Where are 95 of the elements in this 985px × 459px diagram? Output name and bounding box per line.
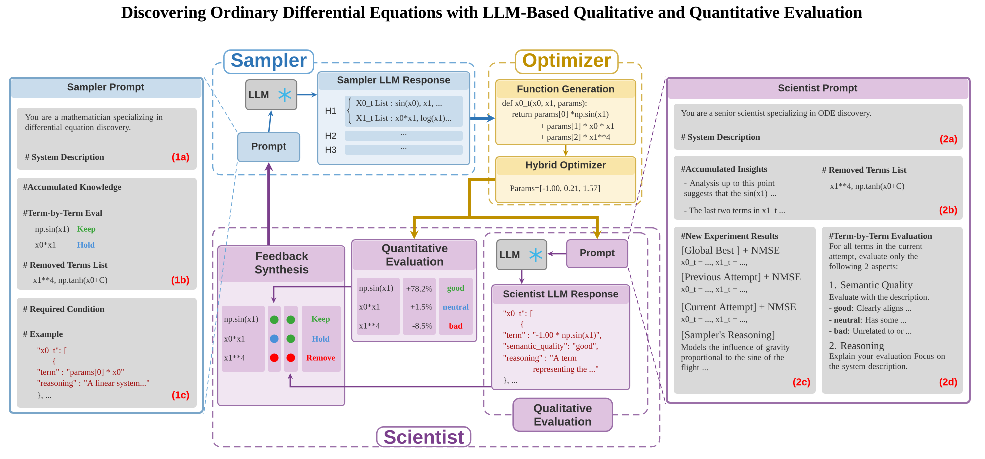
row-label: H1: [326, 108, 336, 114]
prompt-text: [Sampler's Reasoning]: [682, 331, 775, 341]
section-heading: #Term-by-Term Evaluation: [829, 233, 932, 241]
prompt-text: Evaluate with the description.: [830, 294, 930, 302]
section-heading: #Term-by-Term Eval: [23, 210, 102, 218]
prompt-text: [Current Attempt] + NMSE: [682, 303, 796, 313]
prompt-text: ...: [401, 148, 407, 150]
row-label: H2: [326, 132, 336, 140]
code-line: "x0_t": [: [504, 310, 533, 318]
section-heading: # System Description: [681, 134, 760, 142]
prompt-box: Prompt: [237, 132, 301, 163]
prompt-text: Params=[-1.00, 0.21, 1.57]: [510, 185, 600, 193]
section-heading: # Removed Terms List: [23, 262, 108, 268]
prompt-text: x0*x1: [35, 242, 56, 248]
section-label: Scientist: [376, 426, 472, 448]
prompt-text: - good: Clearly aligns ...: [830, 305, 912, 313]
prompt-text: - Analysis up to this point suggests that the sin(x1) ...: [684, 180, 776, 198]
llm-box: LLM: [496, 239, 548, 271]
section-heading: #Accumulated Knowledge: [23, 184, 122, 192]
status-label: bad: [449, 323, 463, 329]
prompt-text: x0*x1: [224, 336, 245, 342]
section-heading: # System Description: [25, 154, 104, 162]
llm-box: LLM: [245, 79, 298, 111]
section-heading: #Accumulated Insights: [681, 166, 768, 174]
prompt-text: def x0_t(x0, x1, params):: [502, 100, 587, 108]
code-line: "semantic_quality": "good",: [504, 343, 598, 351]
section-heading: # Example: [23, 331, 63, 339]
prompt-text: X0_t List : sin(x0), x1, ...: [356, 100, 442, 108]
part-label: (2a): [940, 135, 958, 145]
prompt-text: - neutral: Has some ...: [830, 317, 906, 323]
part-label: (1c): [172, 391, 190, 401]
prompt-text: np.sin(x1): [359, 285, 394, 293]
status-label: Keep: [77, 226, 96, 234]
prompt-text: You are a senior scientist specializing in ODE discovery.: [681, 110, 872, 118]
status-label: Hold: [77, 242, 95, 248]
prompt-text: return params[0] *np.sin(x1): [512, 111, 609, 119]
prompt-text: x0_t = ..., x1_t = ...,: [681, 260, 748, 266]
code-line: "term" : "params[0] * x0": [38, 369, 124, 377]
prompt-text: X1_t List : x0*x1, log(x1)...: [356, 115, 452, 123]
code-line: "term" : "-1.00 * np.sin(x1)",: [504, 332, 602, 340]
prompt-text: You are a mathematician specializing in differential equation discovery.: [25, 114, 163, 132]
leader-line: [204, 76, 238, 133]
prompt-box: Prompt: [566, 239, 629, 269]
code-line: {: [521, 322, 524, 328]
prompt-text: np.sin(x1): [224, 316, 258, 324]
prompt-text: For all terms in the current attempt, evaluate only the following 2 aspects:: [830, 243, 923, 272]
part-label: (1a): [172, 153, 190, 163]
prompt-text: -8.5%: [412, 323, 432, 329]
section-label: Sampler: [224, 50, 314, 74]
status-label: Keep: [312, 316, 330, 324]
status-label: Remove: [306, 355, 336, 361]
section-label: Optimizer: [515, 50, 619, 74]
prompt-text: +78.2%: [406, 286, 432, 292]
prompt-text: }, ...: [38, 392, 52, 400]
code-line: representing the ...": [533, 366, 598, 374]
status-label: good: [448, 285, 465, 293]
prompt-text: 2. Reasoning: [830, 342, 884, 352]
prompt-text: x0_t = ..., x1_t = ...,: [681, 316, 748, 324]
part-label: (1b): [172, 276, 190, 286]
prompt-text: ...: [401, 134, 407, 136]
title: Discovering Ordinary Differential Equations with LLM-Based Qualitative and Quantitative Evaluation: [122, 6, 862, 22]
leader-line: [628, 268, 666, 404]
prompt-text: x1**4, np.tanh(x0+C): [33, 277, 108, 285]
section-heading: # Removed Terms List: [822, 166, 907, 174]
status-label: Hold: [312, 336, 330, 342]
section-heading: # Required Condition: [23, 306, 105, 314]
prompt-text: Models the influence of gravity proportional to the sine of the flight ...: [681, 344, 790, 372]
prompt-text: +1.5%: [410, 304, 432, 310]
prompt-text: - bad: Unrelated to or ...: [830, 328, 912, 334]
prompt-text: x1**4: [359, 323, 380, 329]
prompt-text: Explain your evaluation Focus on the system description.: [829, 353, 946, 372]
code-line: "x0_t": [: [38, 348, 67, 354]
status-label: neutral: [443, 304, 469, 310]
prompt-text: np.sin(x1): [35, 226, 70, 234]
prompt-text: x0_t = ..., x1_t = ...,: [681, 286, 748, 294]
part-label: (2d): [940, 378, 958, 388]
prompt-text: x1**4, np.tanh(x0+C): [830, 183, 904, 191]
prompt-text: x0*x1: [359, 304, 380, 310]
prompt-text: x1**4: [224, 355, 246, 361]
prompt-text: - The last two terms in x1_t ...: [684, 208, 785, 214]
part-label: (2c): [793, 378, 810, 388]
leader-line: [628, 76, 666, 240]
prompt-text: [Previous Attempt] + NMSE: [682, 273, 801, 283]
code-line: "reasoning" : "A linear system...": [38, 380, 150, 388]
section-heading: #New Experiment Results: [681, 233, 778, 241]
prompt-text: 1. Semantic Quality: [830, 281, 913, 291]
prompt-text: }, ...: [504, 377, 518, 385]
part-label: (2b): [940, 206, 958, 216]
row-label: H3: [326, 146, 336, 154]
prompt-text: + params[2] * x1**4: [540, 134, 610, 142]
code-line: "reasoning" : "A term: [504, 355, 577, 363]
prompt-text: [Global Best ] + NMSE: [682, 246, 780, 256]
prompt-text: + params[1] * x0 * x1: [540, 123, 614, 131]
section-label: Qualitative Evaluation: [512, 398, 614, 432]
code-line: {: [53, 358, 56, 366]
